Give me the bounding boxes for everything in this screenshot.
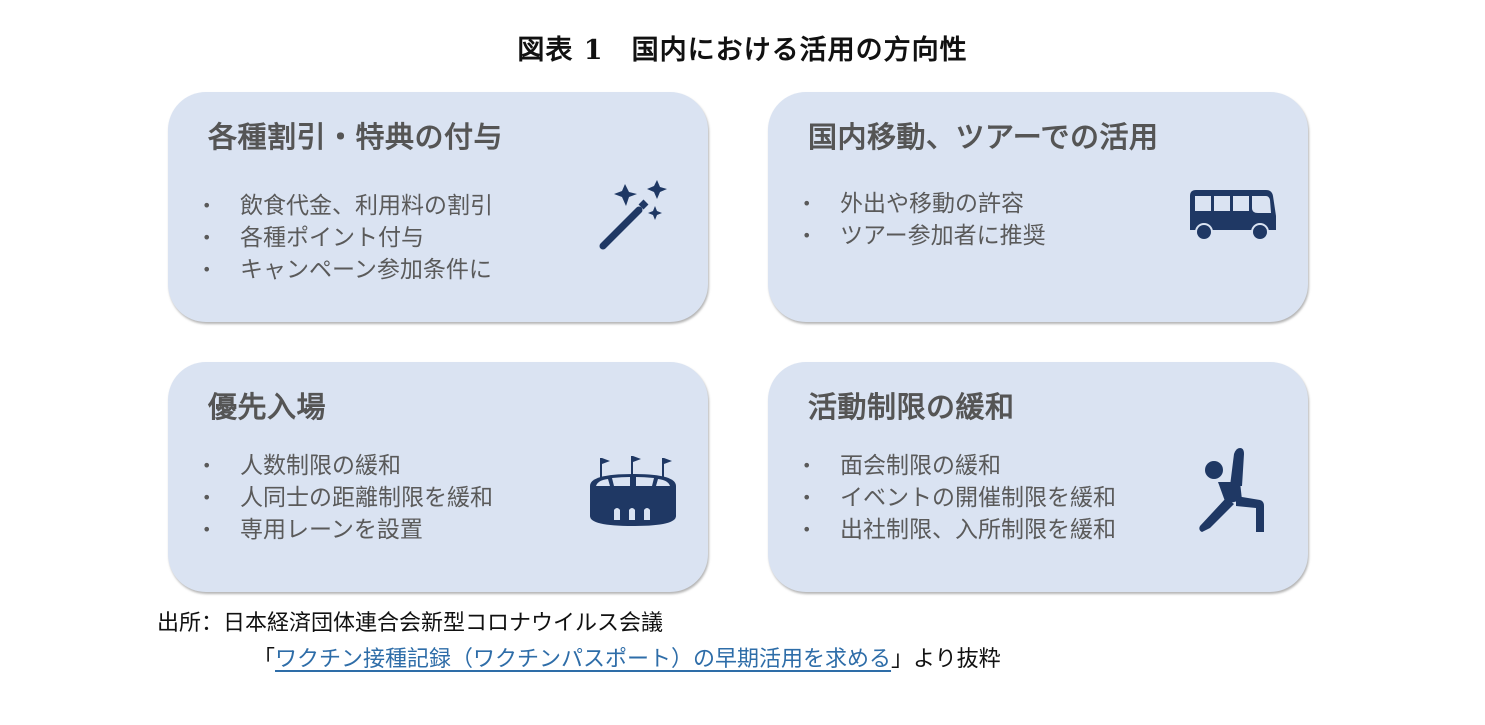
card-bullet-list: 人数制限の緩和 人同士の距離制限を緩和 専用レーンを設置: [202, 450, 493, 546]
list-item: 面会制限の緩和: [802, 450, 1116, 482]
list-item: 各種ポイント付与: [202, 222, 493, 254]
card-priority-entry: 優先入場 人数制限の緩和 人同士の距離制限を緩和 専用レーンを設置: [168, 362, 708, 592]
magic-wand-icon: [593, 174, 673, 254]
close-quote: 」: [891, 647, 914, 672]
source-document-link[interactable]: ワクチン接種記録（ワクチンパスポート）の早期活用を求める: [275, 647, 892, 672]
source-suffix: より抜粋: [913, 647, 1001, 672]
card-bullet-list: 外出や移動の許容 ツアー参加者に推奨: [802, 188, 1046, 252]
list-item: 専用レーンを設置: [202, 514, 493, 546]
card-domestic-travel: 国内移動、ツアーでの活用 外出や移動の許容 ツアー参加者に推奨: [768, 92, 1308, 322]
list-item: 外出や移動の許容: [802, 188, 1046, 220]
card-bullet-list: 飲食代金、利用料の割引 各種ポイント付与 キャンペーン参加条件に: [202, 190, 493, 286]
list-item: イベントの開催制限を緩和: [802, 482, 1116, 514]
source-line-2: 「ワクチン接種記録（ワクチンパスポート）の早期活用を求める」より抜粋: [157, 642, 1001, 678]
card-title: 活動制限の緩和: [808, 390, 1015, 424]
card-title: 国内移動、ツアーでの活用: [808, 120, 1159, 154]
stretching-person-icon: [1196, 446, 1268, 536]
source-citation: 出所：日本経済団体連合会新型コロナウイルス会議 「ワクチン接種記録（ワクチンパス…: [157, 606, 1001, 678]
card-activity-restrictions: 活動制限の緩和 面会制限の緩和 イベントの開催制限を緩和 出社制限、入所制限を緩…: [768, 362, 1308, 592]
list-item: 飲食代金、利用料の割引: [202, 190, 493, 222]
card-bullet-list: 面会制限の緩和 イベントの開催制限を緩和 出社制限、入所制限を緩和: [802, 450, 1116, 546]
list-item: ツアー参加者に推奨: [802, 220, 1046, 252]
bus-icon: [1186, 188, 1278, 242]
open-quote: 「: [253, 647, 276, 672]
list-item: 人同士の距離制限を緩和: [202, 482, 493, 514]
card-title: 各種割引・特典の付与: [208, 120, 504, 154]
figure-title: 図表 1 国内における活用の方向性: [517, 35, 968, 66]
card-title: 優先入場: [208, 390, 327, 424]
list-item: 出社制限、入所制限を緩和: [802, 514, 1116, 546]
card-discounts-benefits: 各種割引・特典の付与 飲食代金、利用料の割引 各種ポイント付与 キャンペーン参加…: [168, 92, 708, 322]
source-line-1: 出所：日本経済団体連合会新型コロナウイルス会議: [157, 611, 664, 636]
list-item: 人数制限の緩和: [202, 450, 493, 482]
list-item: キャンペーン参加条件に: [202, 254, 493, 286]
stadium-icon: [586, 454, 680, 530]
